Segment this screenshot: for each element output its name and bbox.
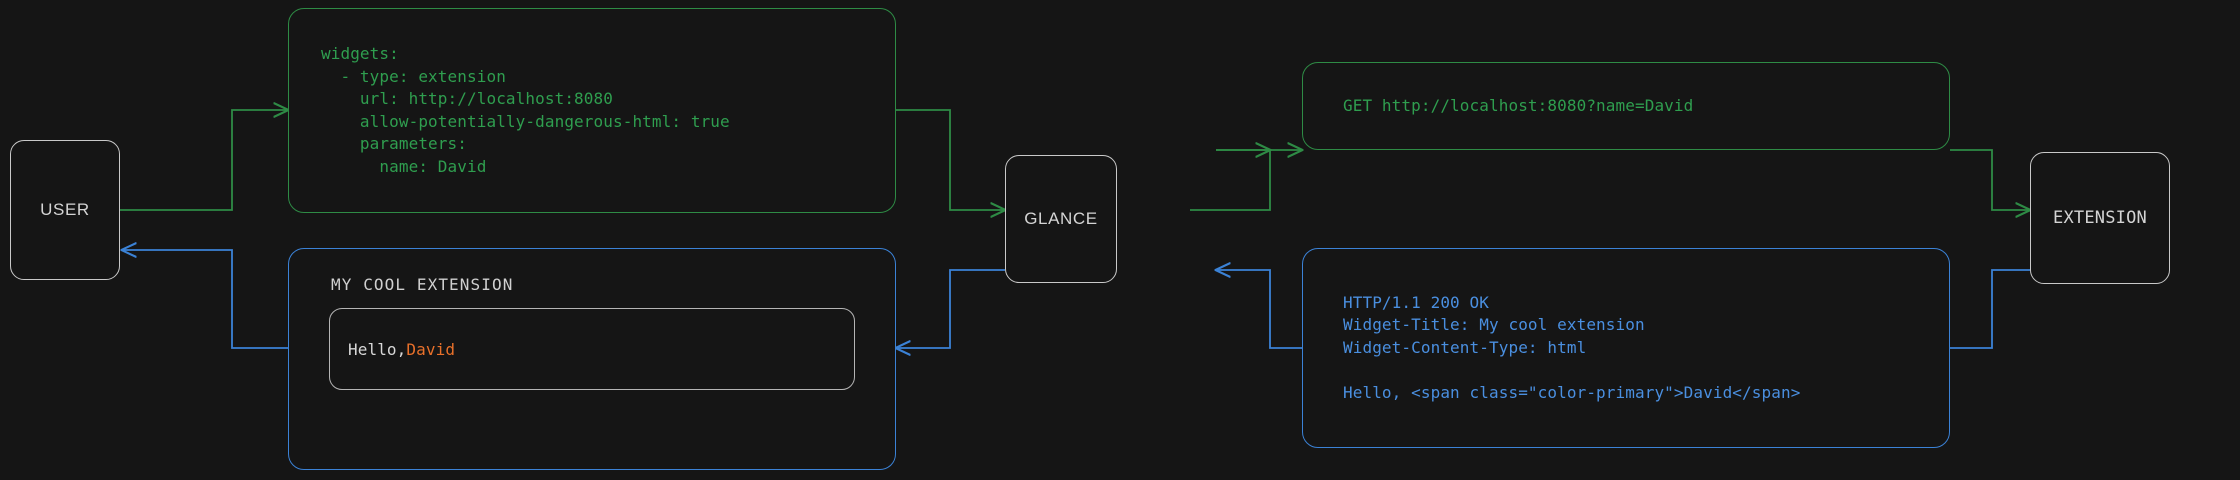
node-extension-label: EXTENSION	[2053, 208, 2147, 228]
panel-config-yaml: widgets: - type: extension url: http://l…	[288, 8, 896, 213]
node-glance-label: GLANCE	[1024, 209, 1098, 228]
node-user[interactable]: USER	[10, 140, 120, 280]
edge-response-to-glance	[1216, 270, 1302, 349]
edge-config-to-glance	[896, 109, 1005, 210]
config-yaml-text: widgets: - type: extension url: http://l…	[321, 44, 730, 176]
widget-title: MY COOL EXTENSION	[331, 275, 514, 294]
node-user-label: USER	[40, 200, 90, 219]
edge-request-to-extension	[1950, 149, 2030, 210]
widget-accent-name: David	[406, 339, 456, 359]
panel-response: HTTP/1.1 200 OK Widget-Title: My cool ex…	[1302, 248, 1950, 448]
edge-glance-to-widget	[896, 269, 1005, 348]
panel-request: GET http://localhost:8080?name=David	[1302, 62, 1950, 150]
node-extension[interactable]: EXTENSION	[2030, 152, 2170, 284]
widget-body: Hello, David	[329, 308, 855, 390]
edge-glance-to-request-main	[1190, 150, 1302, 211]
node-glance[interactable]: GLANCE	[1005, 155, 1117, 283]
response-text: HTTP/1.1 200 OK Widget-Title: My cool ex…	[1343, 292, 1801, 402]
panel-rendered-widget: MY COOL EXTENSION Hello, David	[288, 248, 896, 470]
request-text: GET http://localhost:8080?name=David	[1343, 95, 1694, 115]
widget-greeting-text: Hello,	[348, 339, 407, 359]
edge-widget-to-user	[122, 250, 288, 349]
edge-user-to-config	[120, 110, 288, 211]
